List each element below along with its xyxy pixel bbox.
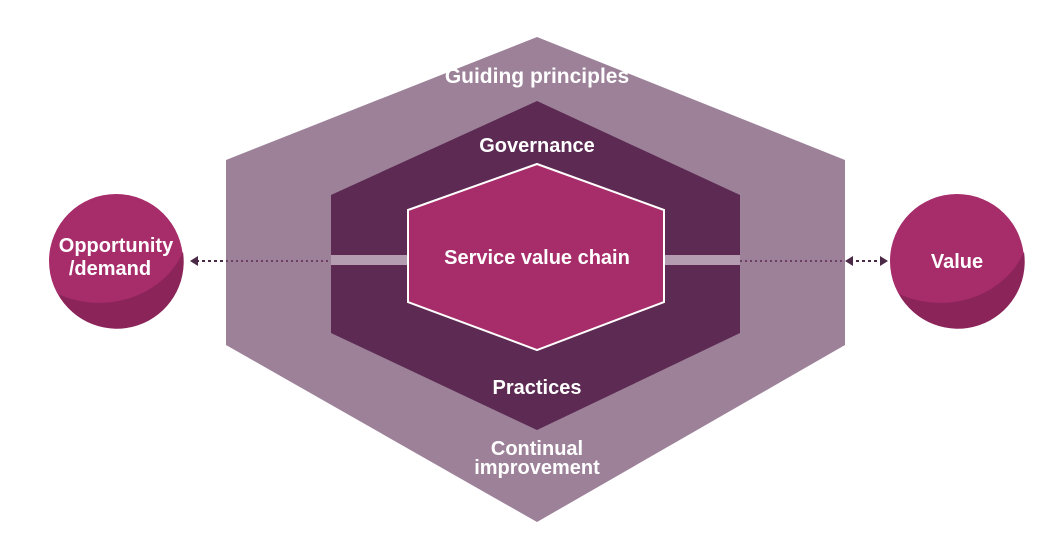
value-stream-band-right [662,255,740,265]
value-label: Value [931,251,983,273]
service-value-chain-label: Service value chain [444,247,630,269]
guiding-principles-label: Guiding principles [445,65,629,88]
inner-hexagon [407,162,665,352]
governance-label: Governance [479,135,595,157]
right-connector-arrow [740,256,888,266]
value-stream-band-left [331,255,411,265]
opportunity-label: Opportunity [59,235,174,257]
continual-improvement-label-line1: Continual [491,438,583,460]
value-circle [890,194,1025,329]
practices-label: Practices [493,377,582,399]
continual-improvement-label-line2: improvement [474,457,600,479]
opportunity-demand-circle [49,194,184,329]
demand-label: /demand [69,258,151,280]
left-connector-arrow [190,256,331,266]
